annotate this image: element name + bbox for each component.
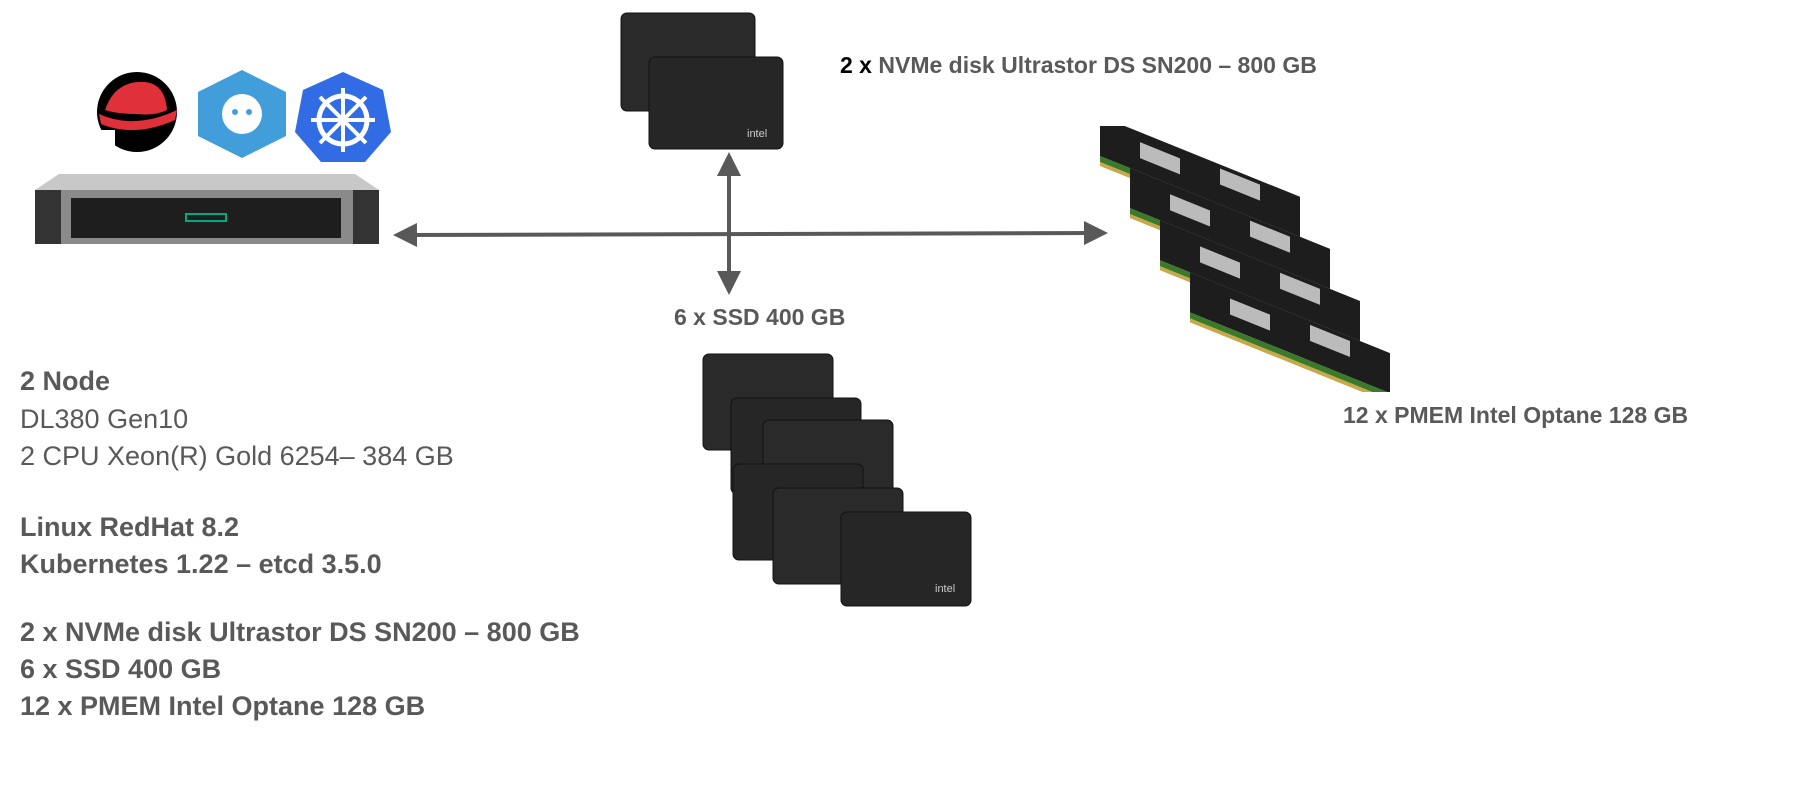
pmem-modules-image [1100, 126, 1390, 392]
spec-model: DL380 Gen10 [20, 404, 189, 434]
nvme-label-count: 2 x [840, 52, 872, 78]
ssd-drives-image: intel [702, 353, 972, 607]
spec-k8s: Kubernetes 1.22 – etcd 3.5.0 [20, 549, 382, 579]
server-hpe-dl380-image [35, 174, 379, 244]
kubernetes-logo-icon [295, 72, 391, 162]
redhat-logo-icon [95, 72, 177, 160]
etcd-logo-icon [198, 70, 286, 158]
nvme-drives-image: intel [620, 12, 784, 150]
spec-cpu: 2 CPU Xeon(R) Gold 6254– 384 GB [20, 441, 454, 471]
nvme-label-text: NVMe disk Ultrastor DS SN200 – 800 GB [871, 52, 1317, 78]
spec-disk-nvme: 2 x NVMe disk Ultrastor DS SN200 – 800 G… [20, 617, 580, 647]
ssd-label: 6 x SSD 400 GB [674, 304, 846, 330]
software-logos [95, 70, 391, 162]
spec-os: Linux RedHat 8.2 [20, 512, 240, 542]
intel-brand: intel [935, 583, 955, 595]
nvme-label: 2 x NVMe disk Ultrastor DS SN200 – 800 G… [840, 52, 1317, 79]
pmem-label: 12 x PMEM Intel Optane 128 GB [1343, 402, 1689, 428]
spec-disk-ssd: 6 x SSD 400 GB [20, 654, 222, 684]
horizontal-arrow [393, 221, 1108, 247]
intel-brand: intel [747, 128, 767, 140]
spec-disk-pmem: 12 x PMEM Intel Optane 128 GB [20, 691, 426, 721]
spec-node: 2 Node [20, 366, 111, 396]
